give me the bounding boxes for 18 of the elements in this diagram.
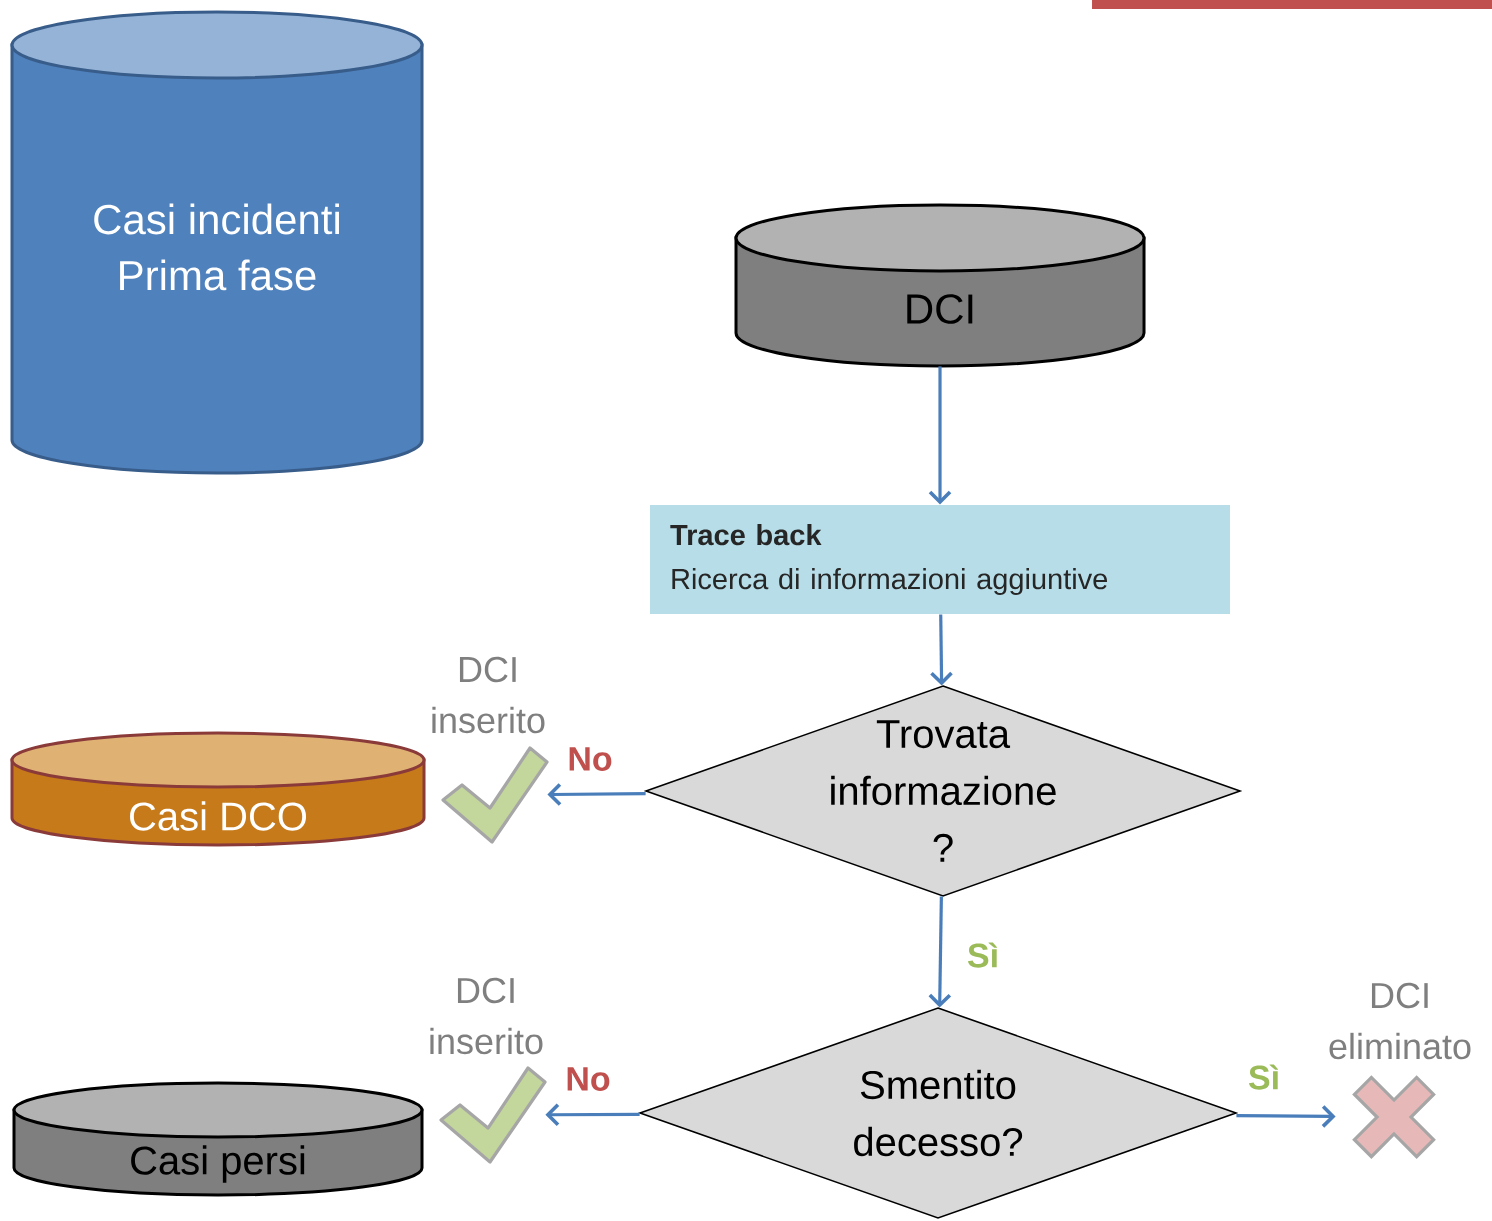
edge-label: Sì [1245,1062,1283,1092]
arrow [928,366,952,505]
cylinder: Casi persi [12,1081,424,1197]
icon-caption: DCI inserito [430,977,543,1055]
cylinder: Casi DCO [10,731,426,847]
arrow [547,783,646,806]
arrow [545,1103,640,1126]
icon-caption: DCI inserito [432,656,545,734]
arrow [1236,1105,1336,1128]
arrow [930,614,953,686]
edge-label: Sì [964,940,1002,970]
icon-caption: DCI eliminato [1329,982,1471,1060]
process-box: Trace back Ricerca di informazioni aggiuntive [650,505,1230,614]
edge-label: No [565,745,615,773]
arrow [928,896,952,1008]
cylinder: DCI [734,203,1146,368]
edge-label: No [563,1065,613,1093]
cylinder: Casi incidenti Prima fase [10,10,424,475]
